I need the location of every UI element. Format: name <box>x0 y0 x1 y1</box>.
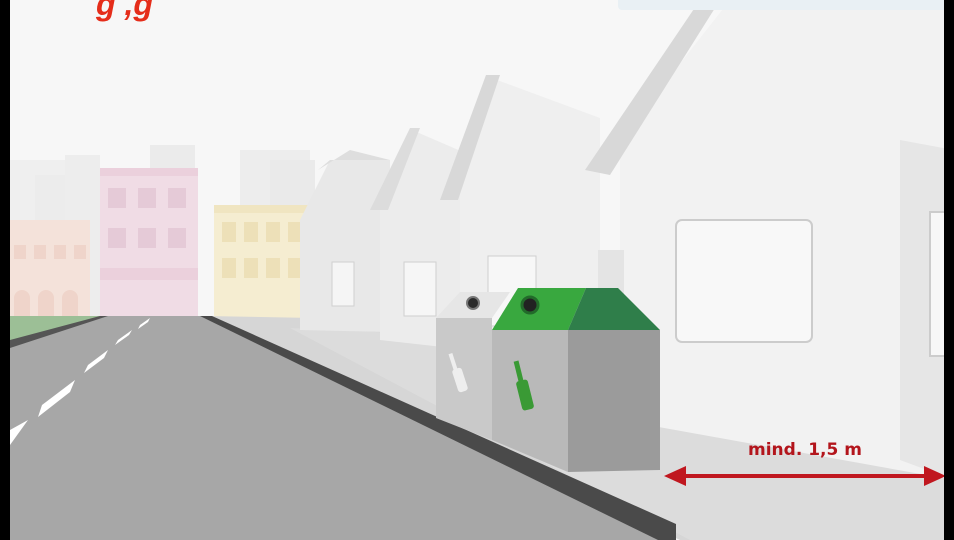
right-frame-border <box>944 0 954 540</box>
distance-label: mind. 1,5 m <box>748 440 862 460</box>
heading-fragment: g ,g <box>96 0 153 23</box>
left-frame-border <box>0 0 10 540</box>
header-panel <box>618 0 954 10</box>
city-skyline <box>0 145 320 320</box>
green-glass-container <box>492 288 660 472</box>
